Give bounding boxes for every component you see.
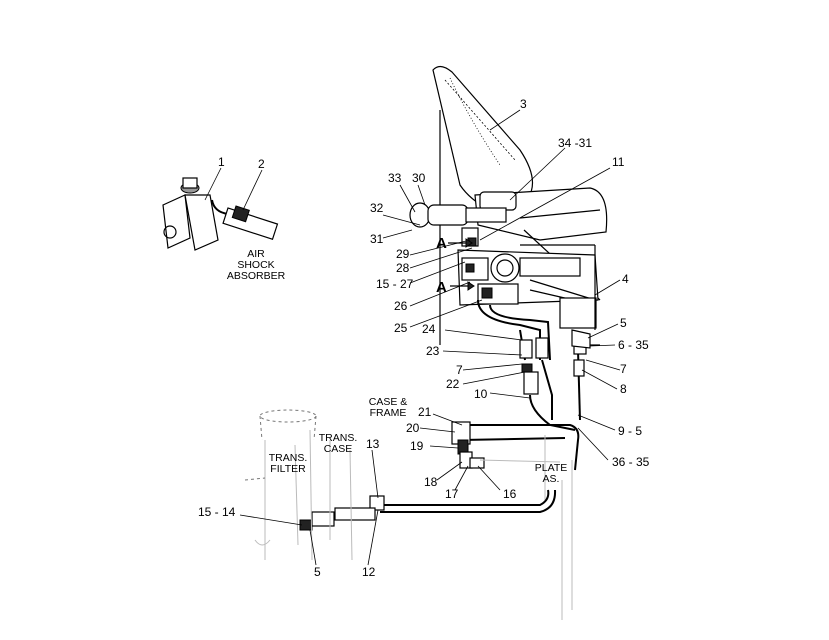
callout-19: 19 — [410, 439, 424, 453]
callout-22: 22 — [446, 377, 460, 391]
return-line — [299, 489, 557, 531]
ref-a-lower: A — [436, 279, 447, 296]
callout-16: 16 — [503, 487, 517, 501]
callout-5: 5 — [620, 316, 627, 330]
caption-plate: PLATE — [535, 462, 567, 474]
ref-a-upper: A — [436, 235, 447, 252]
callout-1: 1 — [218, 155, 225, 169]
caption-trans-filter-1: TRANS. — [269, 452, 308, 464]
callout-30: 30 — [412, 171, 426, 185]
air-shock-absorber-detail — [162, 177, 279, 251]
caption-shock: SHOCK — [237, 259, 274, 271]
callout-12: 12 — [362, 565, 376, 579]
callout-26: 26 — [394, 299, 408, 313]
callout-20: 20 — [406, 421, 420, 435]
callout-25: 25 — [394, 321, 408, 335]
callout-28: 28 — [396, 261, 410, 275]
callout-11: 11 — [612, 155, 625, 169]
callout-2: 2 — [258, 157, 265, 171]
caption-air: AIR — [247, 248, 265, 260]
callout-15-27: 15 - 27 — [376, 277, 414, 291]
callout-7: 7 — [456, 363, 463, 377]
caption-frame: FRAME — [370, 407, 407, 419]
hoses — [477, 299, 600, 431]
callout-17: 17 — [445, 487, 459, 501]
callout-9-5: 9 - 5 — [618, 424, 642, 438]
callout-6-35: 6 - 35 — [618, 338, 649, 352]
callout-21: 21 — [418, 405, 432, 419]
callout-4: 4 — [622, 272, 629, 286]
callout-24: 24 — [422, 322, 436, 336]
callout-8: 8 — [620, 382, 627, 396]
case-frame-line — [451, 421, 580, 620]
callout-36-35: 36 - 35 — [612, 455, 650, 469]
caption-trans-filter-2: FILTER — [270, 463, 306, 475]
callout-5b: 5 — [314, 565, 321, 579]
caption-case: CASE & — [369, 396, 408, 408]
caption-trans-case-1: TRANS. — [319, 432, 358, 444]
leader-lines — [204, 109, 621, 566]
callout-3: 3 — [520, 97, 527, 111]
callout-10: 10 — [474, 387, 488, 401]
callout-33: 33 — [388, 171, 402, 185]
callout-labels: 1 2 3 34 -31 11 33 30 32 31 29 28 15 - 2… — [198, 97, 650, 579]
callout-7b: 7 — [620, 362, 627, 376]
callout-18: 18 — [424, 475, 438, 489]
callout-34-31: 34 -31 — [558, 136, 592, 150]
valve-block — [457, 244, 599, 330]
caption-absorber: ABSORBER — [227, 270, 286, 282]
callout-23: 23 — [426, 344, 440, 358]
callout-13: 13 — [366, 437, 380, 451]
callout-15-14: 15 - 14 — [198, 505, 236, 519]
callout-29: 29 — [396, 247, 410, 261]
seat-shock-assembly — [409, 202, 507, 247]
caption-plate-as: AS. — [543, 473, 560, 485]
ref-arrows — [448, 238, 475, 291]
captions: AIR SHOCK ABSORBER CASE & FRAME TRANS. C… — [227, 248, 567, 485]
caption-trans-case-2: CASE — [324, 443, 353, 455]
callout-32: 32 — [370, 201, 384, 215]
callout-31: 31 — [370, 232, 384, 246]
